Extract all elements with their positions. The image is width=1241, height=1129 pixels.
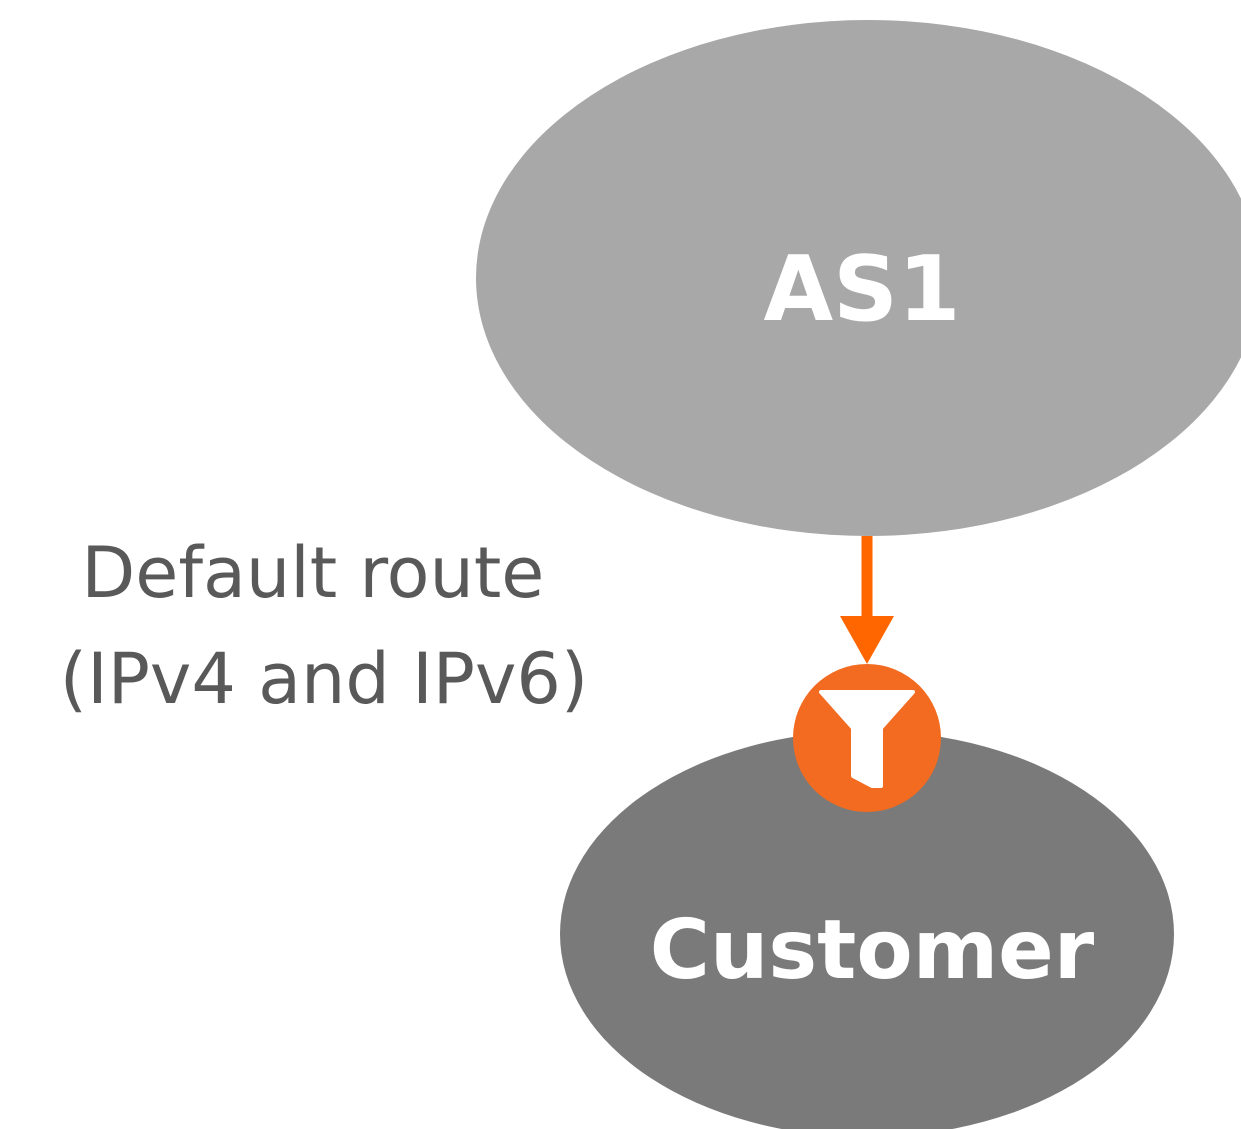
customer-node-label: Customer xyxy=(650,903,1095,998)
edge-label-line2: (IPv4 and IPv6) xyxy=(60,638,588,720)
edge-arrowhead xyxy=(840,616,894,664)
as1-node: AS1 xyxy=(476,20,1241,536)
customer-node: Customer xyxy=(560,731,1174,1129)
filter-badge xyxy=(793,664,941,812)
as1-node-label: AS1 xyxy=(763,237,960,342)
edge-label: Default route (IPv4 and IPv6) xyxy=(60,532,588,720)
edge-label-line1: Default route xyxy=(81,532,544,614)
as1-node-shape xyxy=(476,20,1241,536)
default-route-edge xyxy=(840,536,894,664)
filter-icon xyxy=(819,690,915,788)
customer-node-shape xyxy=(560,731,1174,1129)
